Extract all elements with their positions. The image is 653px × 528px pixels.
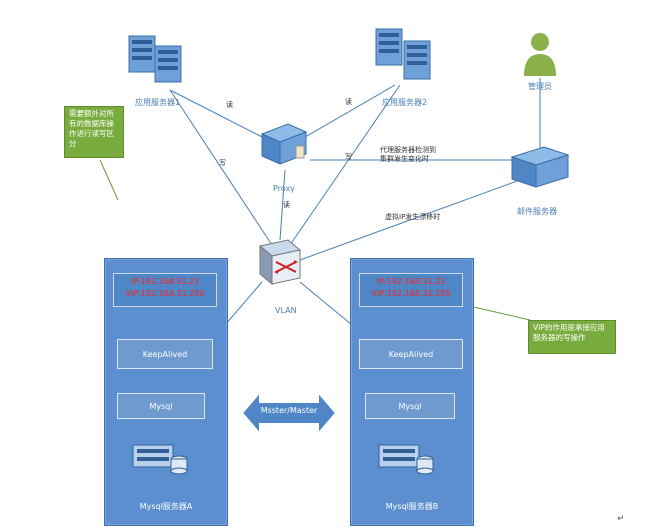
line-vlan-serverB (299, 281, 353, 326)
note-vip-role: VIP的作用是承接应用服务器的写操作 (528, 320, 616, 354)
mysql-server-b-panel: IP:192.168.31.22 VIP:192.168.31.250 Keep… (350, 258, 474, 526)
paragraph-return-mark: ↵ (617, 514, 625, 524)
server-b-mysql: Mysql (365, 393, 455, 419)
mail-server-label: 邮件服务器 (517, 207, 557, 216)
line-app1-vlan (169, 89, 273, 246)
server-a-mysql: Mysql (117, 393, 205, 419)
server-b-db-icon (377, 439, 437, 479)
note-read-write-split: 需要额外对所有的数据库操作进行读写区分 (64, 106, 124, 158)
edge-label-app2-vlan: 写 (345, 153, 352, 161)
edge-label-vlan-mail: 虚拟IP发生漂移时 (385, 213, 441, 221)
server-a-vip: VIP:192.168.31.250 (125, 289, 205, 298)
server-b-ip: IP:192.168.31.22 (376, 277, 446, 286)
edge-label-app2-proxy: 读 (345, 98, 352, 106)
server-a-ip-box: IP:192.168.31.21 VIP:192.168.31.250 (113, 273, 217, 307)
line-app1-proxy (169, 89, 269, 141)
line-vlan-serverA (224, 281, 263, 326)
vlan-switch-icon (254, 236, 306, 288)
server-b-name: Mysql服务器B (385, 502, 439, 511)
server-a-name: Mysql服务器A (139, 502, 193, 511)
server-b-vip: VIP:192.168.31.250 (371, 289, 451, 298)
edge-label-proxy-vlan: 读 (283, 201, 290, 209)
server-b-ip-box: IP:192.168.31.22 VIP:192.168.31.250 (359, 273, 463, 307)
line-vlan-mail (299, 179, 521, 261)
edge-label-proxy-mail: 代理服务器检测到 集群发生变化时 (380, 146, 436, 163)
server-a-ip: IP:192.168.31.21 (130, 277, 200, 286)
replication-label: Msster/Master (260, 406, 318, 415)
edge-label-app1-vlan: 写 (219, 159, 226, 167)
admin-person-icon (520, 30, 560, 78)
server-a-db-icon (131, 439, 191, 479)
line-proxy-vlan (279, 169, 286, 241)
app-server-2-label: 应用服务器2 (382, 98, 428, 107)
server-b-keepalived: KeepAlived (359, 339, 463, 369)
app-server-1-icon (125, 32, 195, 87)
master-master-arrow: Msster/Master (240, 388, 338, 438)
mail-server-icon (510, 145, 570, 190)
line-app2-proxy (299, 84, 396, 141)
app-server-2-icon (372, 25, 442, 85)
admin-label: 管理员 (528, 82, 552, 91)
note-left-pointer (99, 159, 119, 201)
app-server-1-label: 应用服务器1 (135, 98, 181, 107)
proxy-label: Proxy (273, 184, 295, 193)
vlan-label: VLAN (275, 306, 297, 315)
line-app2-vlan (289, 84, 401, 246)
server-a-keepalived: KeepAlived (117, 339, 213, 369)
note-right-pointer (464, 304, 531, 321)
proxy-server-icon (258, 120, 310, 170)
mysql-server-a-panel: IP:192.168.31.21 VIP:192.168.31.250 Keep… (104, 258, 228, 526)
edge-label-app1-proxy: 读 (226, 101, 233, 109)
